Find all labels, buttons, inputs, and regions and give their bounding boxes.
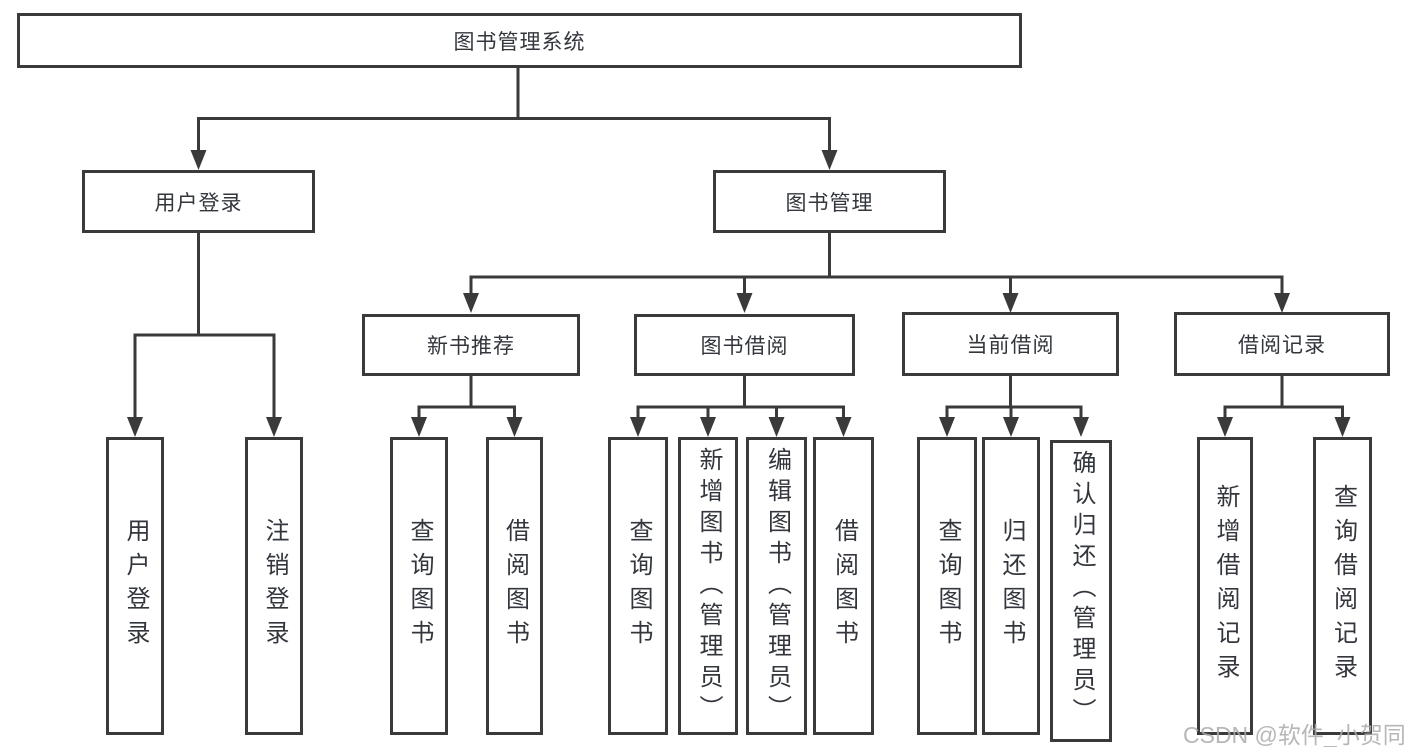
node-label: 注销登录	[261, 518, 288, 654]
leaf-confirm-return-admin: 确认归还（管理员）	[1050, 440, 1112, 742]
node-label: 图书借阅	[700, 335, 789, 358]
arrowhead-icons	[127, 150, 1351, 437]
node-label: 当前借阅	[966, 334, 1055, 357]
leaf-user-login: 用户登录	[106, 437, 164, 735]
node-label: 新书推荐	[427, 335, 515, 358]
leaf-borrow-books: 借阅图书	[813, 437, 874, 735]
node-library-management-system: 图书管理系统	[17, 13, 1022, 68]
node-book-management: 图书管理	[713, 170, 946, 233]
node-label: 查询图书	[406, 518, 433, 654]
leaf-edit-books-admin: 编辑图书（管理员）	[746, 437, 807, 735]
node-borrowing-records: 借阅记录	[1174, 312, 1390, 376]
node-label: 编辑图书（管理员）	[763, 447, 791, 726]
node-book-borrowing: 图书借阅	[634, 314, 855, 376]
node-label: 新增图书（管理员）	[695, 447, 722, 726]
node-current-borrowing: 当前借阅	[902, 312, 1119, 376]
node-label: 图书管理系统	[453, 30, 586, 54]
leaf-add-borrow-record: 新增借阅记录	[1197, 437, 1253, 735]
node-label: 查询图书	[625, 518, 652, 654]
leaf-return-books: 归还图书	[982, 437, 1040, 735]
leaf-query-books-recommend: 查询图书	[390, 437, 448, 735]
node-label: 新增借阅记录	[1212, 484, 1239, 688]
leaf-query-books-current: 查询图书	[917, 437, 977, 735]
leaf-logout: 注销登录	[245, 437, 303, 735]
node-label: 确认归还（管理员）	[1068, 450, 1095, 729]
node-label: 查询借阅记录	[1329, 484, 1357, 688]
leaf-query-borrow-record: 查询借阅记录	[1313, 437, 1372, 735]
node-user-login: 用户登录	[82, 170, 315, 233]
watermark: CSDN @软件_小贺同学	[1183, 722, 1405, 747]
leaf-add-books-admin: 新增图书（管理员）	[678, 437, 738, 735]
node-label: 图书管理	[785, 191, 874, 215]
leaf-query-books-borrowing: 查询图书	[608, 437, 668, 735]
connector-stems	[133, 68, 1344, 420]
node-label: 借阅记录	[1238, 334, 1326, 357]
node-label: 用户登录	[154, 191, 243, 215]
node-label: 归还图书	[998, 518, 1025, 654]
node-label: 用户登录	[122, 518, 149, 654]
node-new-book-recommendation: 新书推荐	[362, 314, 580, 376]
node-label: 借阅图书	[830, 518, 858, 654]
node-label: 查询图书	[934, 518, 961, 654]
leaf-borrow-books-recommend: 借阅图书	[486, 437, 543, 735]
node-label: 借阅图书	[501, 518, 529, 654]
